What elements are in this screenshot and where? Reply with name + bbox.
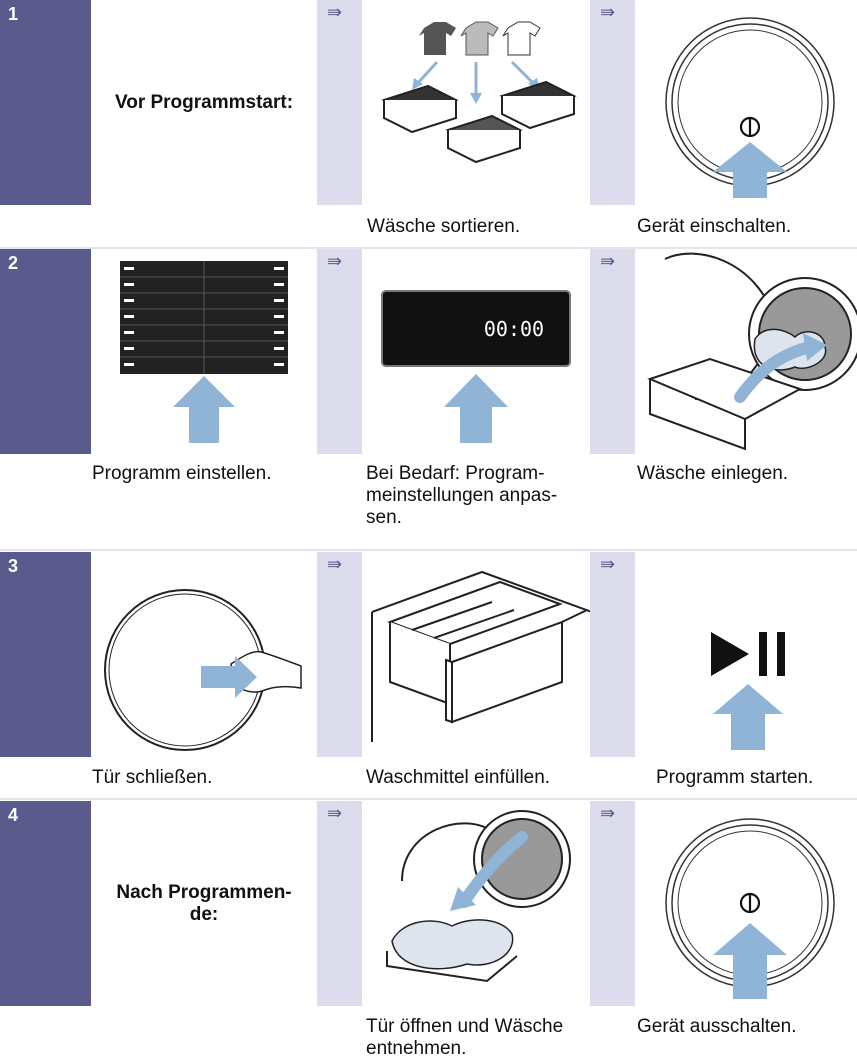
arrow-column: ⇛: [317, 249, 362, 454]
arrow-icon: ⇛: [600, 554, 616, 574]
arrow-column: ⇛: [590, 249, 635, 454]
arrow-column: ⇛: [590, 0, 635, 205]
step-caption: Gerät einschalten.: [637, 216, 792, 237]
arrow-icon: ⇛: [327, 554, 343, 574]
step-caption: Programm starten.: [656, 767, 814, 788]
step-number-cell: 3: [0, 552, 91, 757]
step-caption: Gerät ausschalten.: [637, 1016, 797, 1037]
pause-icon: [759, 632, 767, 676]
step-label-line: de:: [189, 904, 219, 925]
arrow-column: ⇛: [590, 552, 635, 757]
arrow-icon: ⇛: [327, 2, 343, 22]
row-divider: [0, 247, 857, 249]
play-icon: [711, 632, 749, 676]
step-caption: Wäsche einlegen.: [637, 463, 789, 484]
illustration-power-off: [635, 801, 857, 1006]
step-caption: Waschmittel einfüllen.: [366, 767, 551, 788]
step-caption: Programm einstellen.: [92, 463, 272, 484]
row-divider: [0, 798, 857, 800]
illustration-unload-laundry: [362, 801, 590, 1006]
step-caption: Wäsche sortieren.: [367, 216, 521, 237]
arrow-icon: ⇛: [600, 803, 616, 823]
arrow-column: ⇛: [317, 0, 362, 205]
arrow-column: ⇛: [317, 801, 362, 1006]
arrow-icon: ⇛: [600, 2, 616, 22]
step-caption: meinstellungen anpas-: [366, 485, 558, 506]
step-number: 2: [8, 253, 19, 273]
step-label-line: Nach Programmen-: [116, 882, 292, 903]
step-number-cell: 2: [0, 249, 91, 454]
display-time: 00:00: [484, 317, 544, 341]
illustration-sort-laundry: [362, 0, 590, 205]
step-number-cell: 4: [0, 801, 91, 1006]
illustration-program-selector: [91, 249, 317, 454]
arrow-icon: ⇛: [327, 803, 343, 823]
step-caption: entnehmen.: [366, 1038, 467, 1059]
arrow-icon: ⇛: [600, 251, 616, 271]
step-number: 3: [8, 556, 19, 576]
step-number: 4: [8, 805, 19, 825]
row-divider: [0, 549, 857, 551]
step-number-cell: 1: [0, 0, 91, 205]
step-caption: Tür schließen.: [92, 767, 213, 788]
arrow-column: ⇛: [317, 552, 362, 757]
illustration-start-button[interactable]: [635, 552, 857, 757]
illustration-close-door: [91, 552, 317, 757]
arrow-icon: ⇛: [327, 251, 343, 271]
illustration-power-on: [635, 0, 857, 205]
illustration-detergent-drawer: [362, 552, 590, 757]
step-label: Nach Programmen- de:: [91, 882, 317, 926]
illustration-load-laundry: [635, 249, 857, 454]
step-caption: sen.: [366, 507, 402, 528]
step-caption: Bei Bedarf: Program-: [366, 463, 545, 484]
arrow-column: ⇛: [590, 801, 635, 1006]
step-number: 1: [8, 4, 19, 24]
step-caption: Tür öffnen und Wäsche: [366, 1016, 564, 1037]
illustration-display: 00:00: [362, 249, 590, 454]
step-label: Vor Programmstart:: [114, 92, 294, 113]
